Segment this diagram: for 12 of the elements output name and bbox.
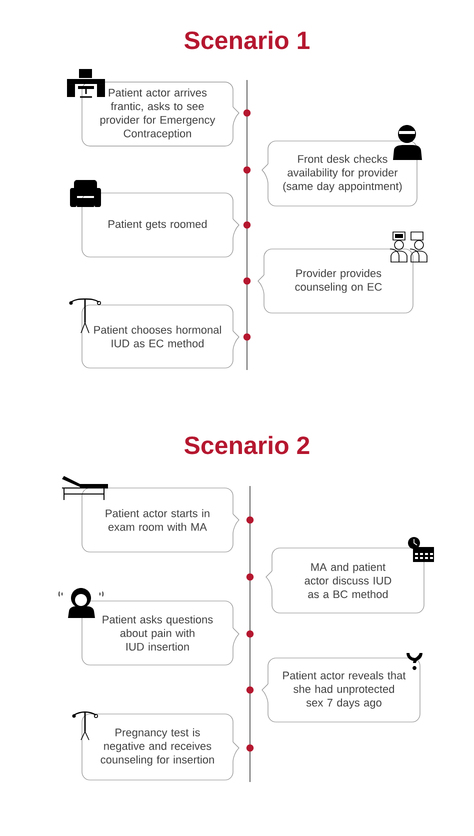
callout-box: Patient gets roomed [82, 192, 240, 258]
heading: Scenario 1 [184, 30, 310, 50]
callout-box: Patient chooses hormonal IUD as EC method [82, 304, 240, 368]
callout-box: Front desk checks availability for provider (same day appointment) [262, 140, 418, 206]
callout-box: Patient actor reveals that she had unprotected sex 7 days ago [262, 658, 420, 722]
callout-box: MA and patient actor discuss IUD as a BC method [266, 548, 424, 614]
callout-box: Provider provides counseling on EC [258, 248, 414, 314]
callout-box: Pregnancy test is negative and receives counseling for insertion [82, 714, 240, 780]
callout-box: Patient actor starts in exam room with MA [82, 488, 240, 552]
heading: Scenario 2 [184, 436, 310, 454]
callout-box: Patient asks questions about pain with IUD insertion [82, 600, 240, 666]
callout-box: Patient actor arrives frantic, asks to see provider for Emergency Contraception [82, 82, 240, 146]
